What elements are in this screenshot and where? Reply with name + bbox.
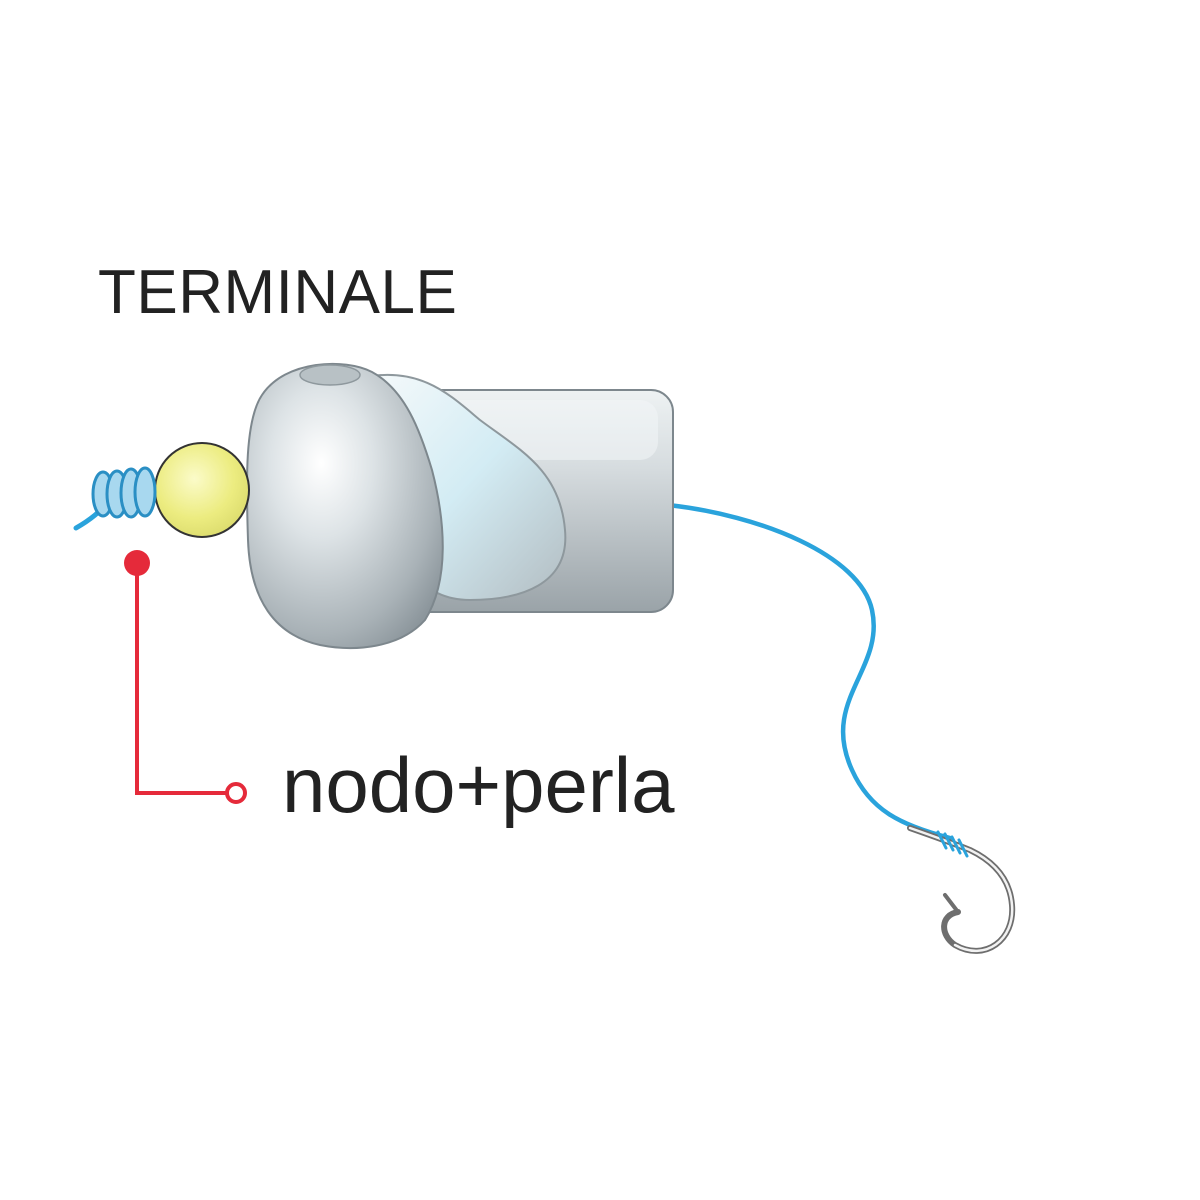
callout-label: nodo+perla	[282, 741, 675, 829]
callout-connector	[124, 550, 247, 804]
hook-icon	[907, 825, 1016, 954]
page-title: TERMINALE	[98, 258, 458, 327]
bead-icon	[154, 442, 250, 538]
sinker-icon	[245, 362, 674, 650]
knot-icon	[73, 466, 157, 531]
leader-line	[665, 502, 953, 841]
